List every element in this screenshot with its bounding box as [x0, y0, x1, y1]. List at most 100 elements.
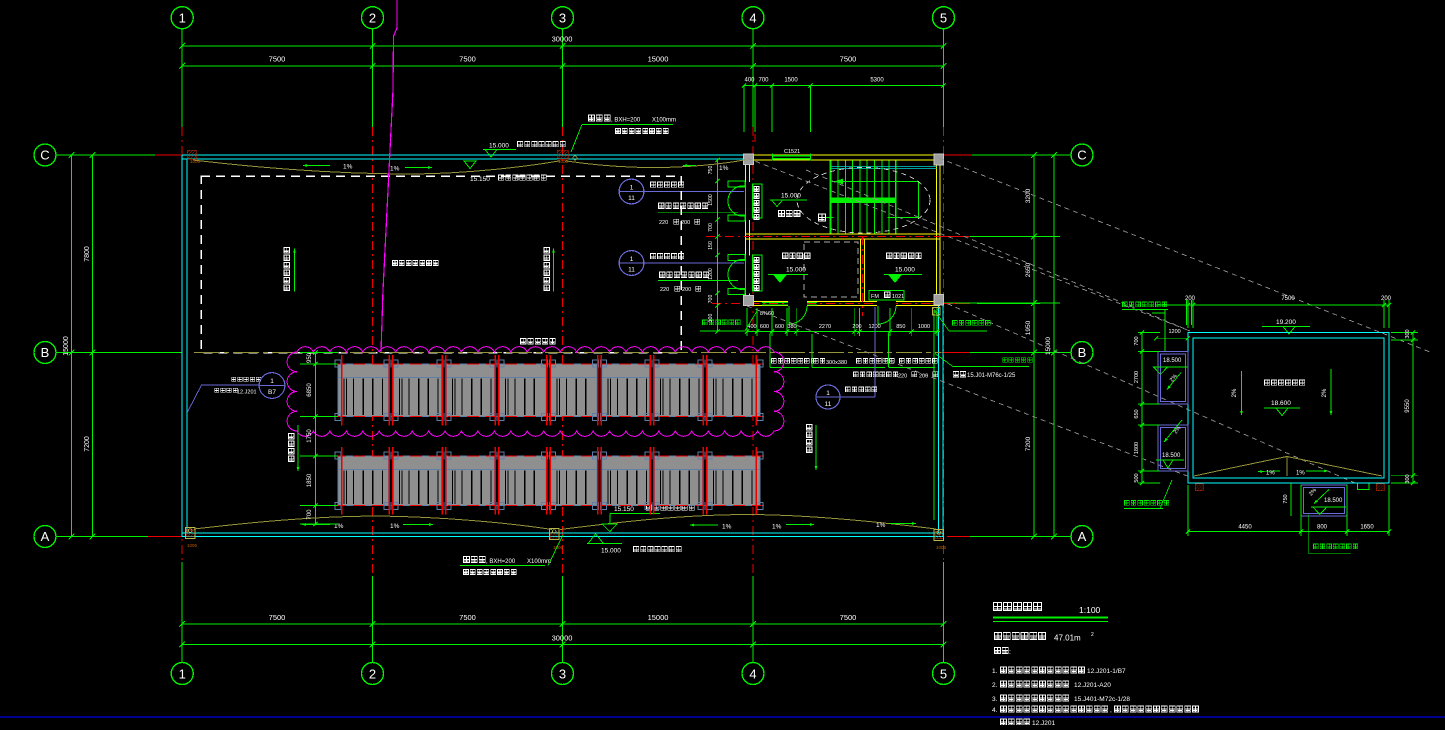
svg-text:1%: 1%: [772, 524, 782, 531]
svg-text:5: 5: [940, 11, 947, 26]
svg-text:11: 11: [628, 195, 635, 202]
svg-text:1006: 1006: [558, 159, 569, 164]
svg-text:1750: 1750: [307, 429, 313, 443]
svg-text:150: 150: [708, 241, 714, 250]
svg-text:1%: 1%: [1296, 471, 1305, 477]
svg-text:15.000: 15.000: [489, 143, 509, 150]
svg-text:300x380: 300x380: [826, 360, 847, 366]
svg-text:15.J01-M76c-1/25: 15.J01-M76c-1/25: [967, 373, 1016, 379]
svg-text:200: 200: [682, 287, 691, 293]
svg-text:200: 200: [919, 374, 928, 380]
svg-text:1%: 1%: [719, 165, 729, 172]
svg-text:2%: 2%: [1232, 388, 1238, 397]
svg-text:,: ,: [1110, 707, 1112, 714]
svg-text:1500: 1500: [784, 78, 798, 84]
svg-text:12.J201: 12.J201: [1032, 720, 1056, 725]
svg-text:B: B: [41, 345, 50, 360]
svg-text:18.500: 18.500: [1324, 498, 1343, 504]
svg-text:1021: 1021: [892, 294, 904, 300]
svg-text:400: 400: [744, 78, 755, 84]
svg-text:7200: 7200: [1025, 436, 1032, 451]
svg-text:5: 5: [940, 667, 947, 682]
svg-text:1006: 1006: [187, 543, 198, 548]
svg-text:, BXH=200: , BXH=200: [611, 118, 641, 124]
svg-text:9550: 9550: [1405, 399, 1411, 413]
svg-text:1%: 1%: [343, 164, 353, 171]
svg-text:4: 4: [749, 11, 756, 26]
svg-text:750: 750: [708, 166, 714, 175]
svg-text:7200: 7200: [84, 436, 91, 452]
svg-text:15.150: 15.150: [470, 176, 490, 183]
svg-text:1%: 1%: [390, 166, 400, 173]
svg-text:C: C: [40, 148, 49, 163]
svg-text:1: 1: [630, 256, 634, 263]
svg-text:700: 700: [708, 223, 714, 232]
svg-text:X100mm: X100mm: [527, 559, 551, 565]
svg-text:600: 600: [775, 324, 784, 330]
svg-text::: :: [1009, 649, 1011, 656]
svg-text:11: 11: [825, 401, 832, 408]
svg-text:2.: 2.: [992, 682, 998, 689]
svg-text:2%: 2%: [1173, 425, 1183, 435]
svg-text:19.200: 19.200: [1276, 319, 1296, 326]
svg-text:B7: B7: [268, 389, 276, 396]
svg-text:600: 600: [760, 324, 769, 330]
svg-text:700: 700: [1134, 336, 1140, 345]
svg-text:15.000: 15.000: [786, 267, 806, 274]
svg-text:2%: 2%: [1308, 487, 1318, 497]
svg-text:1006: 1006: [190, 159, 201, 164]
svg-text:220: 220: [898, 374, 907, 380]
svg-text:750: 750: [1283, 494, 1289, 503]
svg-text:1500: 1500: [708, 194, 714, 206]
svg-text:4450: 4450: [1238, 524, 1252, 530]
svg-text:300: 300: [1405, 474, 1411, 483]
svg-text:1: 1: [179, 11, 186, 26]
svg-text:C1521: C1521: [784, 149, 800, 155]
svg-text:1%: 1%: [390, 523, 400, 530]
svg-text:1: 1: [826, 390, 830, 397]
svg-text:2: 2: [369, 667, 376, 682]
svg-text:18.500: 18.500: [1163, 358, 1182, 364]
svg-text:7500: 7500: [459, 55, 476, 64]
svg-text:A: A: [1078, 529, 1087, 544]
svg-text:15000: 15000: [648, 55, 669, 64]
svg-text:4: 4: [749, 667, 756, 682]
svg-text:12.J201: 12.J201: [237, 390, 257, 396]
svg-text:6850: 6850: [307, 383, 313, 397]
svg-text:650: 650: [1134, 409, 1140, 418]
svg-text:200: 200: [1185, 296, 1196, 302]
svg-text:1950: 1950: [1025, 320, 1032, 335]
svg-text:15.000: 15.000: [895, 267, 915, 274]
svg-text:7500: 7500: [269, 613, 286, 622]
svg-text:15.J401-M72c-1/28: 15.J401-M72c-1/28: [1074, 696, 1130, 703]
svg-text:3200: 3200: [1025, 188, 1032, 203]
svg-text:4.: 4.: [992, 707, 998, 714]
svg-text:1: 1: [270, 378, 274, 385]
svg-text:1%: 1%: [876, 522, 886, 529]
svg-text:15.000: 15.000: [601, 548, 621, 555]
svg-text:7500: 7500: [1281, 296, 1295, 302]
svg-text:15.000: 15.000: [781, 193, 801, 200]
svg-text:1: 1: [630, 185, 634, 192]
svg-text:5300: 5300: [870, 78, 884, 84]
svg-text:1: 1: [179, 667, 186, 682]
svg-text:800: 800: [1317, 524, 1328, 530]
svg-text:B: B: [1078, 345, 1087, 360]
svg-text:700: 700: [307, 509, 313, 520]
svg-text:950: 950: [307, 352, 313, 363]
svg-text:1006: 1006: [553, 545, 564, 550]
svg-text:1000: 1000: [918, 324, 930, 330]
svg-text:220: 220: [660, 287, 669, 293]
svg-text:2: 2: [369, 11, 376, 26]
svg-text:15.150: 15.150: [614, 506, 634, 513]
svg-text:11: 11: [628, 267, 635, 274]
svg-text:2%: 2%: [1169, 373, 1179, 383]
svg-text:1800: 1800: [1134, 442, 1140, 454]
svg-text:700: 700: [708, 295, 714, 304]
svg-text:FM: FM: [871, 294, 879, 300]
svg-text:7500: 7500: [459, 613, 476, 622]
svg-text:1:100: 1:100: [1079, 605, 1101, 615]
svg-text:, BXH=200: , BXH=200: [486, 559, 516, 565]
svg-text:1.: 1.: [992, 668, 998, 675]
svg-text:220: 220: [659, 220, 668, 226]
